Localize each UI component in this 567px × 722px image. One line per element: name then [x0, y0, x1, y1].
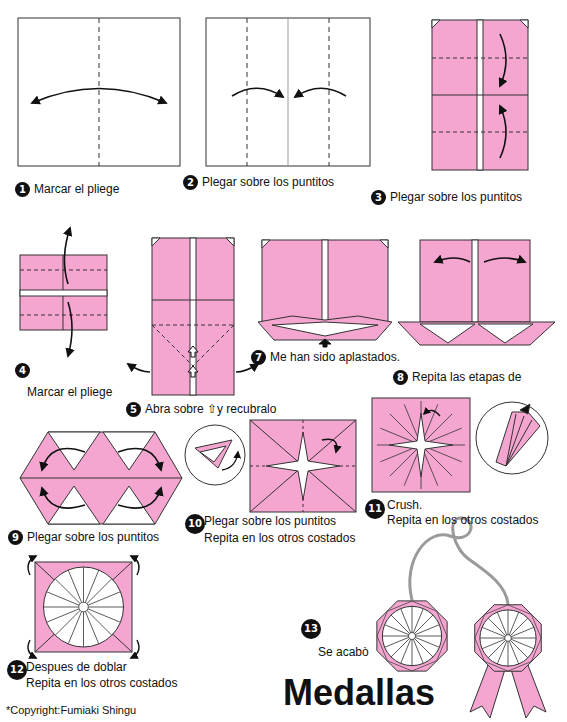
step-number: 12	[7, 660, 27, 680]
diagram-title: Medallas	[283, 674, 435, 712]
step-instruction: Me han sido aplastados.	[270, 350, 400, 364]
step-instruction: Plegar sobre los puntitos	[390, 190, 522, 204]
step-number: 3	[371, 190, 386, 205]
step-number: 8	[393, 370, 408, 385]
step-number-text: 10	[188, 519, 202, 529]
step-8-figure	[398, 240, 555, 345]
step-instruction: Plegar sobre los puntitos	[202, 175, 334, 189]
step-12-figure	[28, 556, 139, 658]
step-11-figure	[372, 398, 470, 492]
step-10-figure	[250, 420, 356, 512]
step-number-text: 8	[397, 373, 404, 383]
step-10-detail	[185, 425, 245, 485]
step-instruction: Plegar sobre los puntitos	[204, 514, 336, 528]
step-number: 11	[365, 499, 385, 519]
copyright-note: *Copyright:Fumiaki Shingu	[6, 703, 136, 717]
step-5-figure	[128, 238, 258, 395]
step-instruction: Despues de doblar	[26, 660, 127, 674]
step-number-text: 5	[130, 405, 137, 415]
step-number-text: 11	[368, 504, 382, 514]
step-instruction: Crush.	[387, 498, 422, 512]
step-2-figure	[206, 18, 370, 166]
step-number: 1	[15, 182, 30, 197]
step-instruction: Se acabò	[318, 645, 369, 659]
step-9-figure	[20, 432, 182, 524]
step-number-text: 3	[375, 193, 382, 203]
step-3-figure	[432, 20, 528, 170]
step-instruction: Plegar sobre los puntitos	[27, 530, 159, 544]
step-number-text: 13	[304, 624, 318, 634]
step-1-figure	[18, 18, 180, 166]
step-number-text: 1	[19, 185, 26, 195]
step-number: 10	[185, 514, 205, 534]
step-number: 9	[8, 530, 23, 545]
step-instruction: Repita en los otros costados	[204, 531, 355, 545]
step-number: 4	[15, 363, 30, 378]
step-number: 13	[301, 619, 321, 639]
step-number-text: 7	[255, 353, 262, 363]
step-instruction: Abra sobre ⇧y recubralo	[145, 402, 276, 416]
step-number: 5	[126, 402, 141, 417]
step-4-figure	[20, 228, 107, 356]
step-instruction: Marcar el pliege	[27, 385, 112, 399]
step-number: 2	[183, 175, 198, 190]
step-number-text: 9	[12, 533, 19, 543]
step-7-figure	[258, 240, 392, 347]
step-instruction: Marcar el pliege	[34, 182, 119, 196]
step-instruction: Repita las etapas de	[412, 370, 521, 384]
step-number-text: 2	[187, 178, 194, 188]
step-11-detail	[476, 402, 548, 474]
step-instruction: Repita en los otros costados	[26, 676, 177, 690]
step-number-text: 12	[10, 665, 24, 675]
step-instruction: Repita en los otros costados	[387, 513, 538, 527]
step-number: 7	[251, 350, 266, 365]
step-number-text: 4	[19, 366, 26, 376]
